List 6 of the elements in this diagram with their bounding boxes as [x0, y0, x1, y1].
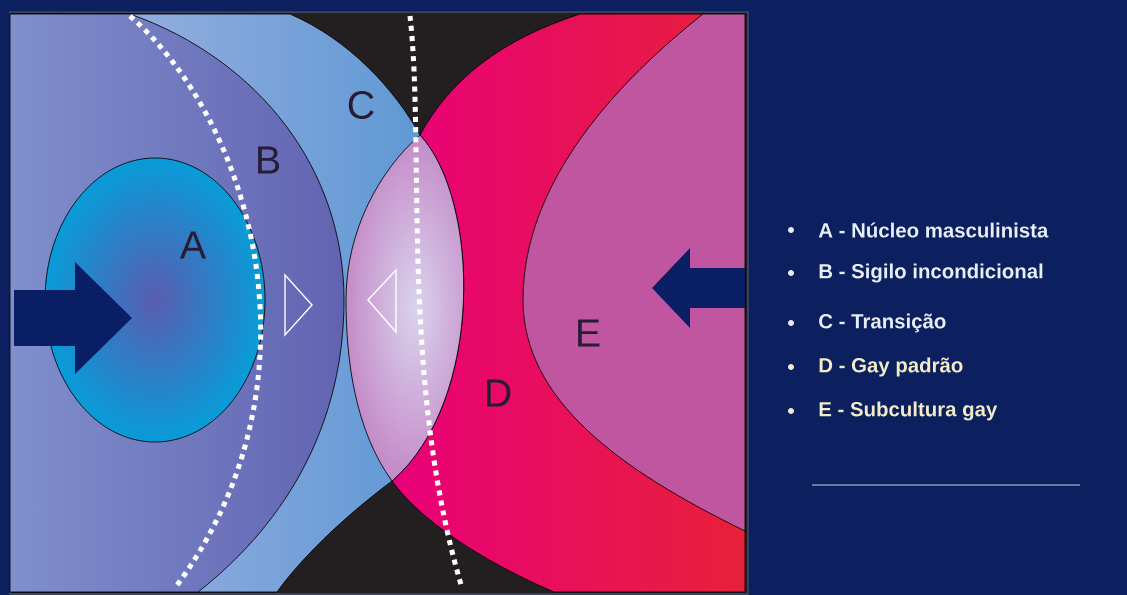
legend-text: E - Subcultura gay: [819, 401, 998, 421]
region: E: [522, 13, 746, 532]
legend-text: C - Transição: [819, 313, 946, 333]
legend-text: A - Núcleo masculinista: [818, 222, 1049, 238]
legend-text: D - Gay padrão: [819, 357, 963, 377]
legend-text: B - Sigilo incondicional: [819, 263, 1043, 283]
